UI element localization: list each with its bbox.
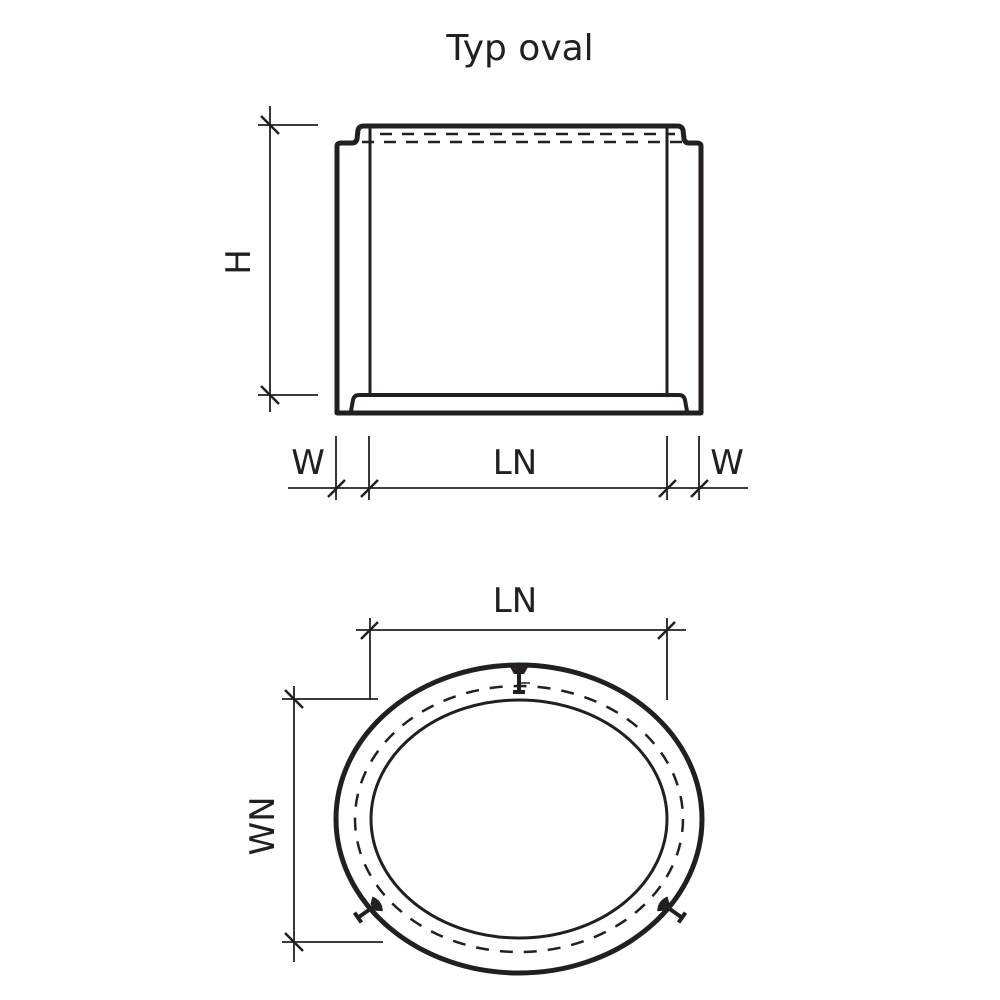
ring-outer-profile (334, 123, 704, 416)
side-view (258, 106, 748, 500)
drawing-title: Typ oval (445, 28, 593, 69)
label-ln-side: LN (493, 443, 537, 483)
anchor-right-icon (657, 896, 688, 924)
label-w-left: W (291, 443, 325, 483)
label-ln-top: LN (493, 581, 537, 621)
anchor-top-icon (510, 664, 530, 694)
label-wn: WN (243, 796, 283, 855)
dimension-h (258, 106, 318, 412)
label-w-right: W (710, 443, 744, 483)
anchor-left-icon (352, 896, 383, 924)
bottom-rebate (349, 393, 689, 412)
dimension-wn (282, 686, 383, 962)
label-h: H (219, 249, 259, 275)
outer-ellipse (333, 662, 705, 976)
top-view (282, 618, 705, 976)
dimension-w-ln-w (288, 436, 748, 500)
dashed-ellipse (353, 684, 685, 954)
dimension-ln-top (356, 618, 686, 700)
inner-ellipse (369, 698, 669, 940)
